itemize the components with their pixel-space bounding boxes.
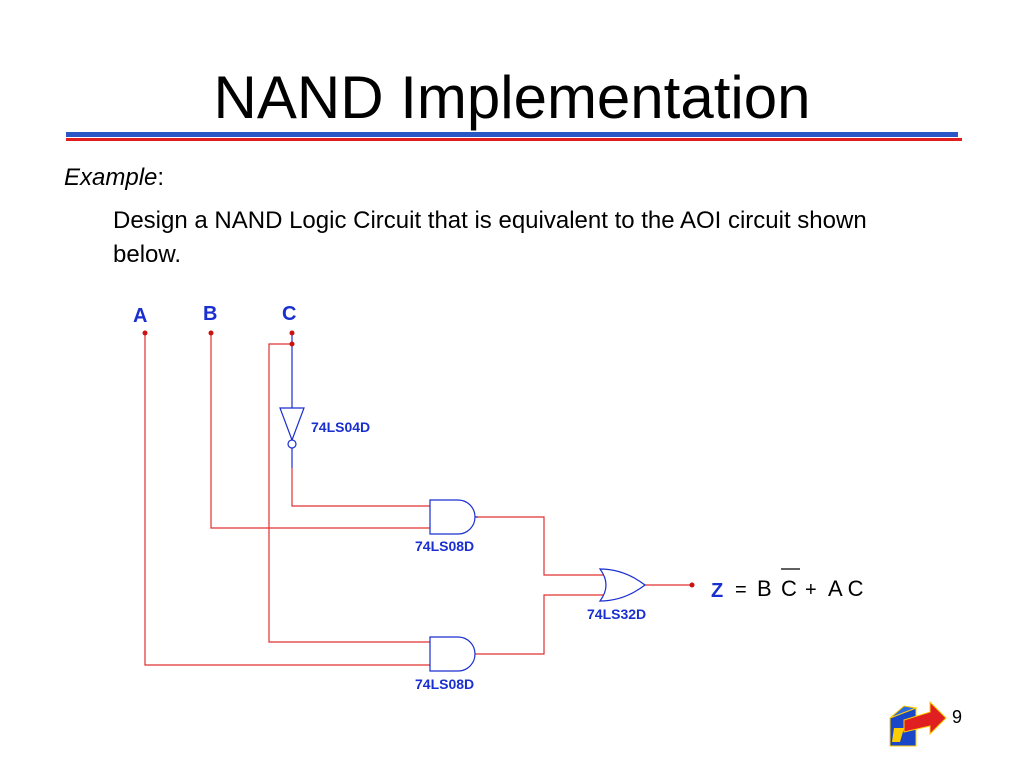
or-gate (598, 568, 646, 602)
title-underline-blue (66, 132, 958, 137)
node-c-junction (289, 341, 295, 347)
wire-b (210, 333, 430, 529)
equation-term2: A C (828, 576, 864, 601)
node-b (208, 330, 214, 336)
input-label-b: B (203, 303, 217, 325)
nodes (142, 330, 695, 588)
page-number: 9 (952, 707, 963, 727)
wire-c-branch (268, 343, 430, 643)
example-colon: : (157, 164, 165, 191)
output-variable: Z (711, 580, 723, 602)
equation-equals: = (735, 579, 747, 601)
wire-and1-out (475, 516, 605, 576)
and-gate-bottom-body (429, 636, 476, 672)
inverter-triangle (279, 407, 305, 442)
inverter-label: 74LS04D (311, 419, 370, 435)
equation-term1-c-bar: C (781, 576, 797, 601)
logo-icon (889, 700, 947, 747)
example-heading: Example: (64, 164, 164, 192)
and-gate-top-body (429, 499, 476, 535)
page-title: NAND Implementation (213, 64, 811, 131)
wires (144, 333, 692, 666)
node-output (689, 582, 695, 588)
and-gate-top-label: 74LS08D (415, 538, 474, 554)
inverter-bubble (287, 439, 297, 449)
and-gate-bottom (429, 636, 476, 672)
wire-and2-out (475, 594, 605, 655)
title-underline-red (66, 138, 962, 141)
inverter-gate (279, 407, 305, 449)
and-gate-top (429, 499, 478, 535)
wire-not-c (291, 468, 430, 507)
example-description: Design a NAND Logic Circuit that is equi… (113, 207, 867, 268)
node-c (289, 330, 295, 336)
input-label-c: C (282, 303, 296, 325)
example-label: Example (64, 164, 158, 191)
equation-term1-b: B (757, 576, 772, 601)
or-gate-body (598, 568, 646, 602)
and-gate-bottom-label: 74LS08D (415, 676, 474, 692)
or-gate-label: 74LS32D (587, 606, 646, 622)
node-a (142, 330, 148, 336)
wire-a (144, 333, 430, 666)
equation-plus: + (805, 579, 817, 601)
input-label-a: A (133, 305, 147, 327)
